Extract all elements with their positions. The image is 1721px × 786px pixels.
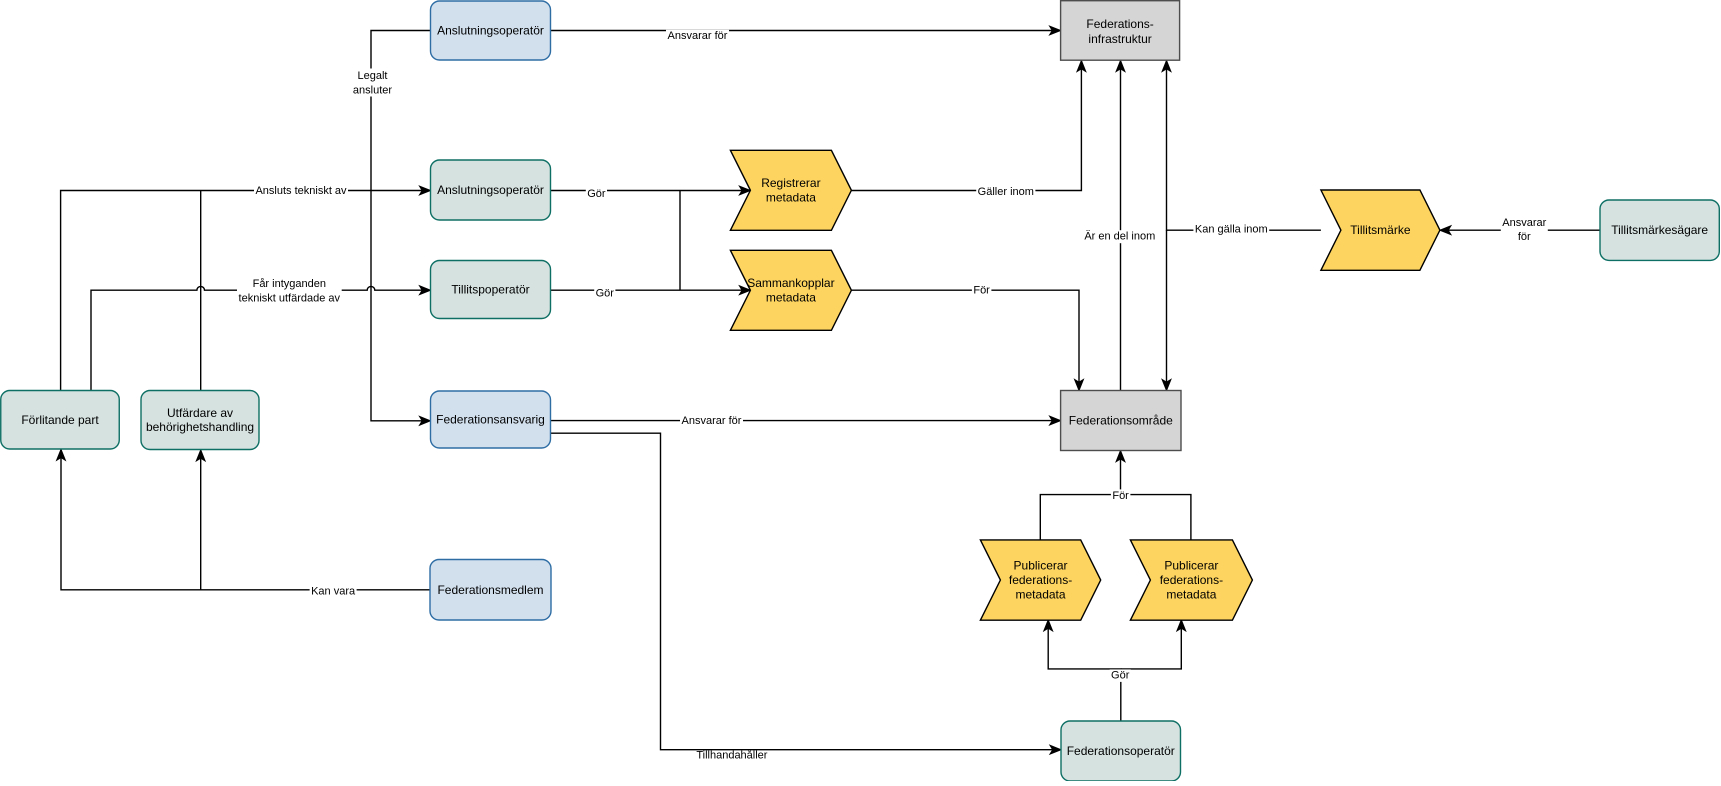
svg-text:Gäller inom: Gäller inom <box>978 186 1034 198</box>
svg-text:Gör: Gör <box>1111 669 1130 681</box>
svg-text:Tillitsmärkesägare: Tillitsmärkesägare <box>1611 223 1708 237</box>
svg-text:Är en del inom: Är en del inom <box>1084 231 1155 243</box>
svg-text:Federationsområde: Federationsområde <box>1069 414 1173 428</box>
svg-text:Federationsmedlem: Federationsmedlem <box>437 583 543 597</box>
svg-text:Ansvarar: Ansvarar <box>1502 217 1546 229</box>
svg-text:Kan gälla inom: Kan gälla inom <box>1195 224 1268 236</box>
svg-text:Anslutningsoperatör: Anslutningsoperatör <box>437 183 544 197</box>
svg-text:Anslutningsoperatör: Anslutningsoperatör <box>437 24 544 38</box>
svg-text:Ansvarar för: Ansvarar för <box>682 415 742 427</box>
svg-text:federations-: federations- <box>1160 573 1223 587</box>
svg-text:Gör: Gör <box>596 288 615 300</box>
svg-text:Gör: Gör <box>587 188 606 200</box>
svg-text:Legalt: Legalt <box>358 70 388 82</box>
svg-text:infrastruktur: infrastruktur <box>1088 32 1151 46</box>
svg-text:Publicerar: Publicerar <box>1164 559 1218 573</box>
svg-text:Tillitsmärke: Tillitsmärke <box>1350 223 1411 237</box>
svg-text:federations-: federations- <box>1009 573 1072 587</box>
svg-text:Federations-: Federations- <box>1086 17 1153 31</box>
svg-text:Ansluts tekniskt av: Ansluts tekniskt av <box>255 185 347 197</box>
svg-text:Federationsoperatör: Federationsoperatör <box>1067 744 1175 758</box>
svg-text:Förlitande part: Förlitande part <box>21 413 99 427</box>
svg-text:metadata: metadata <box>1016 587 1066 601</box>
svg-text:Federationsansvarig: Federationsansvarig <box>436 413 545 427</box>
svg-text:För: För <box>973 284 990 296</box>
svg-text:Registrerar: Registrerar <box>761 176 820 190</box>
svg-text:behörighetshandling: behörighetshandling <box>146 420 254 434</box>
svg-text:metadata: metadata <box>766 191 816 205</box>
svg-text:Får intyganden: Får intyganden <box>253 278 326 290</box>
svg-text:för: för <box>1518 231 1531 243</box>
svg-text:Publicerar: Publicerar <box>1014 559 1068 573</box>
svg-text:Ansvarar för: Ansvarar för <box>668 30 728 42</box>
svg-text:metadata: metadata <box>1166 587 1216 601</box>
svg-text:Tillitspoperatör: Tillitspoperatör <box>451 283 529 297</box>
svg-text:tekniskt utfärdade av: tekniskt utfärdade av <box>239 292 341 304</box>
svg-text:Sammankopplar: Sammankopplar <box>747 276 834 290</box>
svg-text:Utfärdare av: Utfärdare av <box>167 406 233 420</box>
svg-text:metadata: metadata <box>766 291 816 305</box>
svg-text:Tillhandahåller: Tillhandahåller <box>696 750 767 762</box>
svg-text:ansluter: ansluter <box>353 85 392 97</box>
svg-text:För: För <box>1112 490 1129 502</box>
svg-text:Kan vara: Kan vara <box>311 585 356 597</box>
